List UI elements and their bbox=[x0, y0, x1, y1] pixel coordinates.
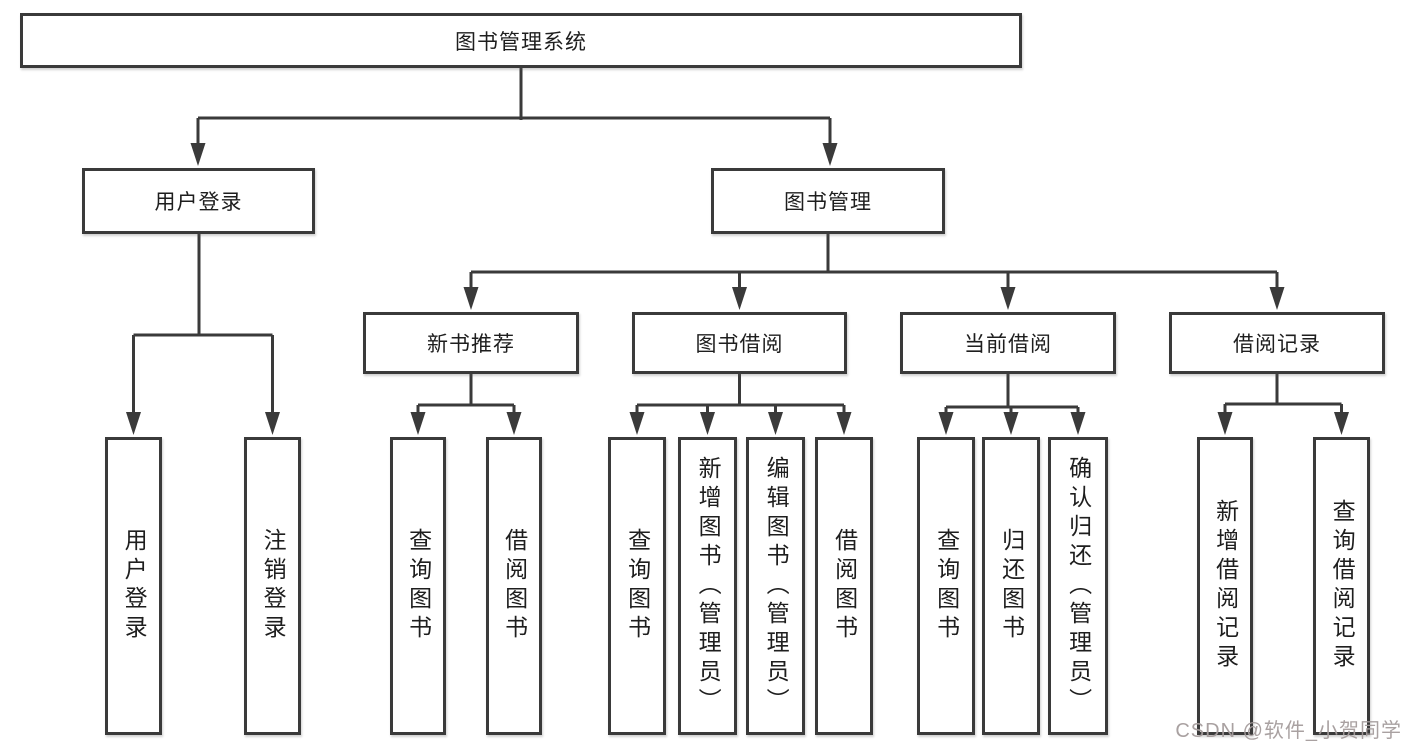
node-confirm-return-admin: 确认归还（管理员） bbox=[1048, 437, 1108, 735]
node-label: 确认归还（管理员） bbox=[1065, 455, 1092, 717]
node-borrow-books-recommend: 借阅图书 bbox=[486, 437, 542, 735]
node-borrowing-records: 借阅记录 bbox=[1169, 312, 1385, 374]
node-label: 当前借阅 bbox=[964, 333, 1052, 356]
node-label: 查询图书 bbox=[933, 528, 960, 644]
node-label: 注销登录 bbox=[260, 528, 287, 644]
node-label: 新增借阅记录 bbox=[1212, 499, 1239, 673]
node-query-books-current: 查询图书 bbox=[917, 437, 975, 735]
node-label: 新书推荐 bbox=[427, 333, 515, 356]
node-label: 图书管理 bbox=[784, 191, 872, 214]
node-label: 用户登录 bbox=[154, 191, 243, 214]
node-user-login: 用户登录 bbox=[82, 168, 315, 234]
node-label: 新增图书（管理员） bbox=[695, 455, 722, 717]
node-book-borrowing: 图书借阅 bbox=[632, 312, 847, 374]
node-label: 查询借阅记录 bbox=[1329, 499, 1356, 673]
node-library-management-system: 图书管理系统 bbox=[20, 13, 1022, 68]
node-return-books: 归还图书 bbox=[982, 437, 1040, 735]
node-edit-book-admin: 编辑图书（管理员） bbox=[746, 437, 805, 735]
node-add-book-admin: 新增图书（管理员） bbox=[678, 437, 737, 735]
node-current-borrowing: 当前借阅 bbox=[900, 312, 1116, 374]
node-query-borrow-record: 查询借阅记录 bbox=[1313, 437, 1370, 735]
node-label: 借阅记录 bbox=[1233, 333, 1321, 356]
node-book-management: 图书管理 bbox=[711, 168, 945, 234]
node-label: 用户登录 bbox=[121, 528, 148, 644]
node-label: 编辑图书（管理员） bbox=[763, 455, 790, 717]
node-label: 图书管理系统 bbox=[455, 30, 587, 54]
node-label: 借阅图书 bbox=[831, 528, 858, 644]
node-label: 归还图书 bbox=[998, 528, 1025, 644]
node-logout: 注销登录 bbox=[244, 437, 301, 735]
node-borrow-books-borrowing: 借阅图书 bbox=[815, 437, 873, 735]
node-query-books-recommend: 查询图书 bbox=[390, 437, 446, 735]
node-label: 查询图书 bbox=[624, 528, 651, 644]
node-user-login-leaf: 用户登录 bbox=[105, 437, 162, 735]
node-label: 图书借阅 bbox=[695, 333, 784, 356]
node-label: 查询图书 bbox=[405, 528, 432, 644]
node-add-borrow-record: 新增借阅记录 bbox=[1197, 437, 1253, 735]
node-label: 借阅图书 bbox=[501, 528, 528, 644]
node-query-books-borrowing: 查询图书 bbox=[608, 437, 666, 735]
node-new-book-recommendation: 新书推荐 bbox=[363, 312, 579, 374]
